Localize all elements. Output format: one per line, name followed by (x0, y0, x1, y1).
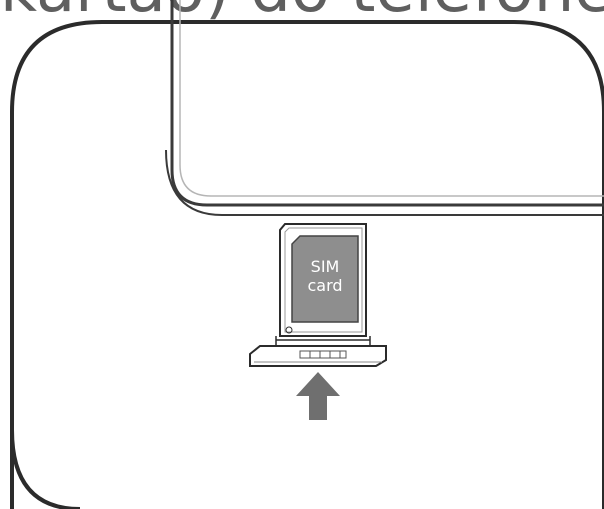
sim-tray (249, 223, 387, 367)
phone-body-corner (165, 0, 604, 216)
diagram-frame-bottom (10, 429, 81, 509)
sim-card-label-line1: SIM (311, 257, 340, 276)
sim-card-label-line2: card (307, 276, 342, 295)
sim-card (291, 235, 359, 323)
insertion-arrow-icon (296, 372, 340, 420)
